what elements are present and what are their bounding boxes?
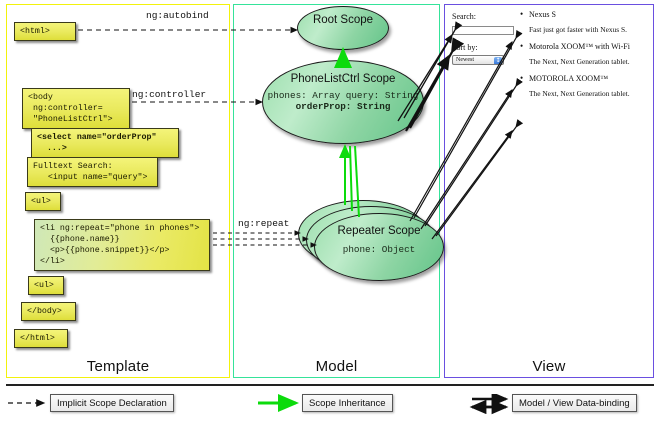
scope-root-title: Root Scope bbox=[312, 14, 374, 26]
template-box-li-repeat: <li ng:repeat="phone in phones"> {{phone… bbox=[34, 219, 210, 271]
scope-ctrl-props-bold: orderProp: String bbox=[295, 101, 391, 112]
panel-label-model: Model bbox=[315, 358, 358, 375]
view-phone-list: Nexus S Fast just got faster with Nexus … bbox=[520, 9, 652, 106]
scope-node-phonelistctrl: PhoneListCtrl Scope phones: Array query:… bbox=[262, 60, 424, 144]
scope-repeater-title: Repeater Scope bbox=[337, 225, 421, 237]
chevron-updown-icon bbox=[494, 56, 502, 64]
template-box-body-open: <body ng:controller= "PhoneListCtrl"> bbox=[22, 88, 130, 129]
scope-node-repeater: Repeater Scope phone: Object bbox=[314, 213, 444, 281]
scope-ctrl-props: phones: Array query: String orderProp: S… bbox=[263, 90, 423, 112]
legend-divider bbox=[6, 384, 654, 386]
scope-ctrl-props-plain: phones: Array query: String bbox=[267, 90, 419, 101]
phone-snippet: Fast just got faster with Nexus S. bbox=[529, 25, 627, 34]
template-box-ul-close: <ul> bbox=[28, 276, 64, 295]
connector-label-autobind: ng:autobind bbox=[146, 10, 209, 21]
list-item: Motorola XOOM™ with Wi-Fi The Next, Next… bbox=[520, 41, 652, 67]
template-box-html-close: </html> bbox=[14, 329, 68, 348]
template-box-html-open: <html> bbox=[14, 22, 76, 41]
phone-snippet: The Next, Next Generation tablet. bbox=[529, 57, 630, 66]
template-box-fulltext: Fulltext Search: <input name="query"> bbox=[27, 157, 158, 187]
list-item: Nexus S Fast just got faster with Nexus … bbox=[520, 9, 652, 35]
legend-label-inheritance: Scope Inheritance bbox=[302, 394, 393, 412]
scope-repeater-props: phone: Object bbox=[342, 244, 416, 255]
scope-node-root: Root Scope bbox=[297, 6, 389, 50]
phone-name: Nexus S bbox=[520, 9, 652, 20]
panel-template: Template bbox=[6, 4, 230, 378]
list-item: MOTOROLA XOOM™ The Next, Next Generation… bbox=[520, 73, 652, 99]
connector-label-repeat: ng:repeat bbox=[238, 218, 290, 229]
template-box-ul-open: <ul> bbox=[25, 192, 61, 211]
panel-label-view: View bbox=[532, 358, 566, 375]
sort-label: Sort by: bbox=[452, 43, 478, 52]
sort-by-value: Newest bbox=[456, 57, 474, 63]
legend-label-implicit: Implicit Scope Declaration bbox=[50, 394, 174, 412]
template-box-body-close: </body> bbox=[21, 302, 76, 321]
sort-by-select[interactable]: Newest bbox=[452, 55, 504, 65]
view-form: Search: Sort by: Newest bbox=[452, 12, 522, 65]
scope-ctrl-title: PhoneListCtrl Scope bbox=[290, 73, 396, 85]
legend-label-databinding: Model / View Data-binding bbox=[512, 394, 637, 412]
search-label: Search: bbox=[452, 12, 476, 21]
template-box-select: <select name="orderProp" ...> bbox=[31, 128, 179, 158]
phone-snippet: The Next, Next Generation tablet. bbox=[529, 89, 630, 98]
panel-label-template: Template bbox=[86, 358, 150, 375]
legend-arrow-glyphs bbox=[8, 394, 509, 415]
phone-name: MOTOROLA XOOM™ bbox=[520, 73, 652, 84]
phone-name: Motorola XOOM™ with Wi-Fi bbox=[520, 41, 652, 52]
connector-label-controller: ng:controller bbox=[132, 89, 207, 100]
search-input[interactable] bbox=[452, 26, 514, 35]
